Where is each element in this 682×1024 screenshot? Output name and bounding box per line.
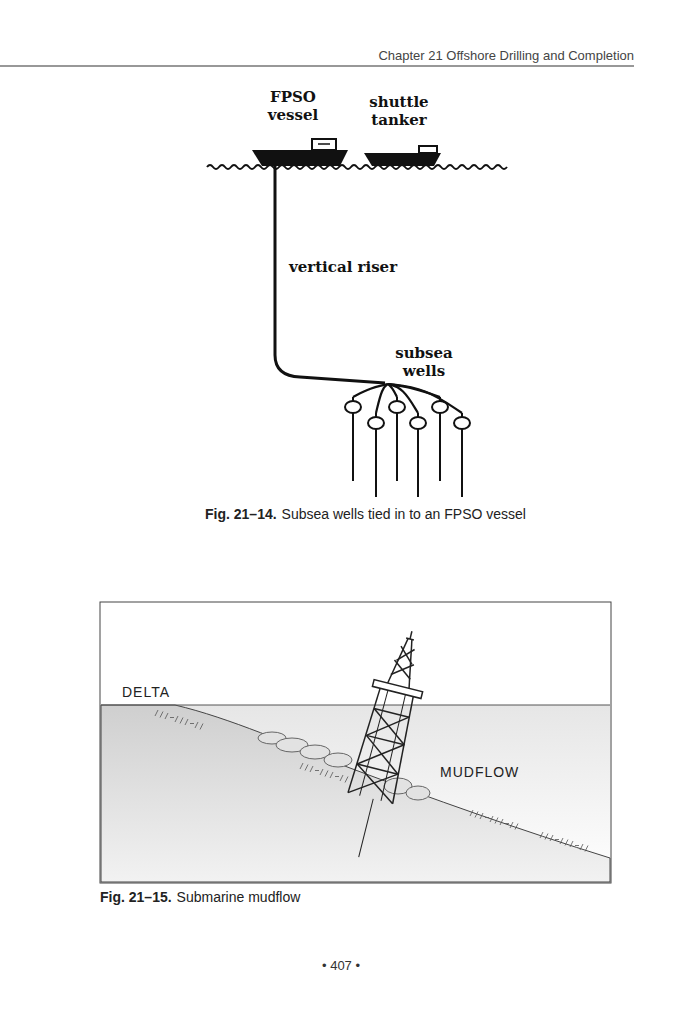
shuttle-tanker xyxy=(364,146,441,166)
fpso-vessel xyxy=(252,139,348,166)
figure-caption: Submarine mudflow xyxy=(177,889,301,906)
sediment-hatching xyxy=(155,710,588,852)
page-number: • 407 • xyxy=(322,958,360,974)
sea-surface xyxy=(207,165,507,169)
part-label: FPSO vessel xyxy=(253,88,333,124)
water-surface xyxy=(101,705,610,706)
part-label: DELTA xyxy=(122,684,170,701)
part-label: subsea wells xyxy=(389,344,459,380)
header-rule xyxy=(0,65,634,66)
part-label: shuttle tanker xyxy=(359,93,439,129)
sea-floor xyxy=(101,705,610,882)
figure-caption: Fig. 21–15. xyxy=(100,889,172,906)
figure-caption: Fig. 21–14. xyxy=(205,506,277,523)
figure-frame xyxy=(100,602,611,883)
running-header: Chapter 21 Offshore Drilling and Complet… xyxy=(378,48,634,64)
sea-water xyxy=(101,705,610,882)
part-label: vertical riser xyxy=(289,258,397,276)
figure-caption: Subsea wells tied in to an FPSO vessel xyxy=(282,506,526,523)
tilted-platform xyxy=(332,625,437,862)
subsea-wells xyxy=(345,384,470,497)
part-label: MUDFLOW xyxy=(440,764,519,781)
